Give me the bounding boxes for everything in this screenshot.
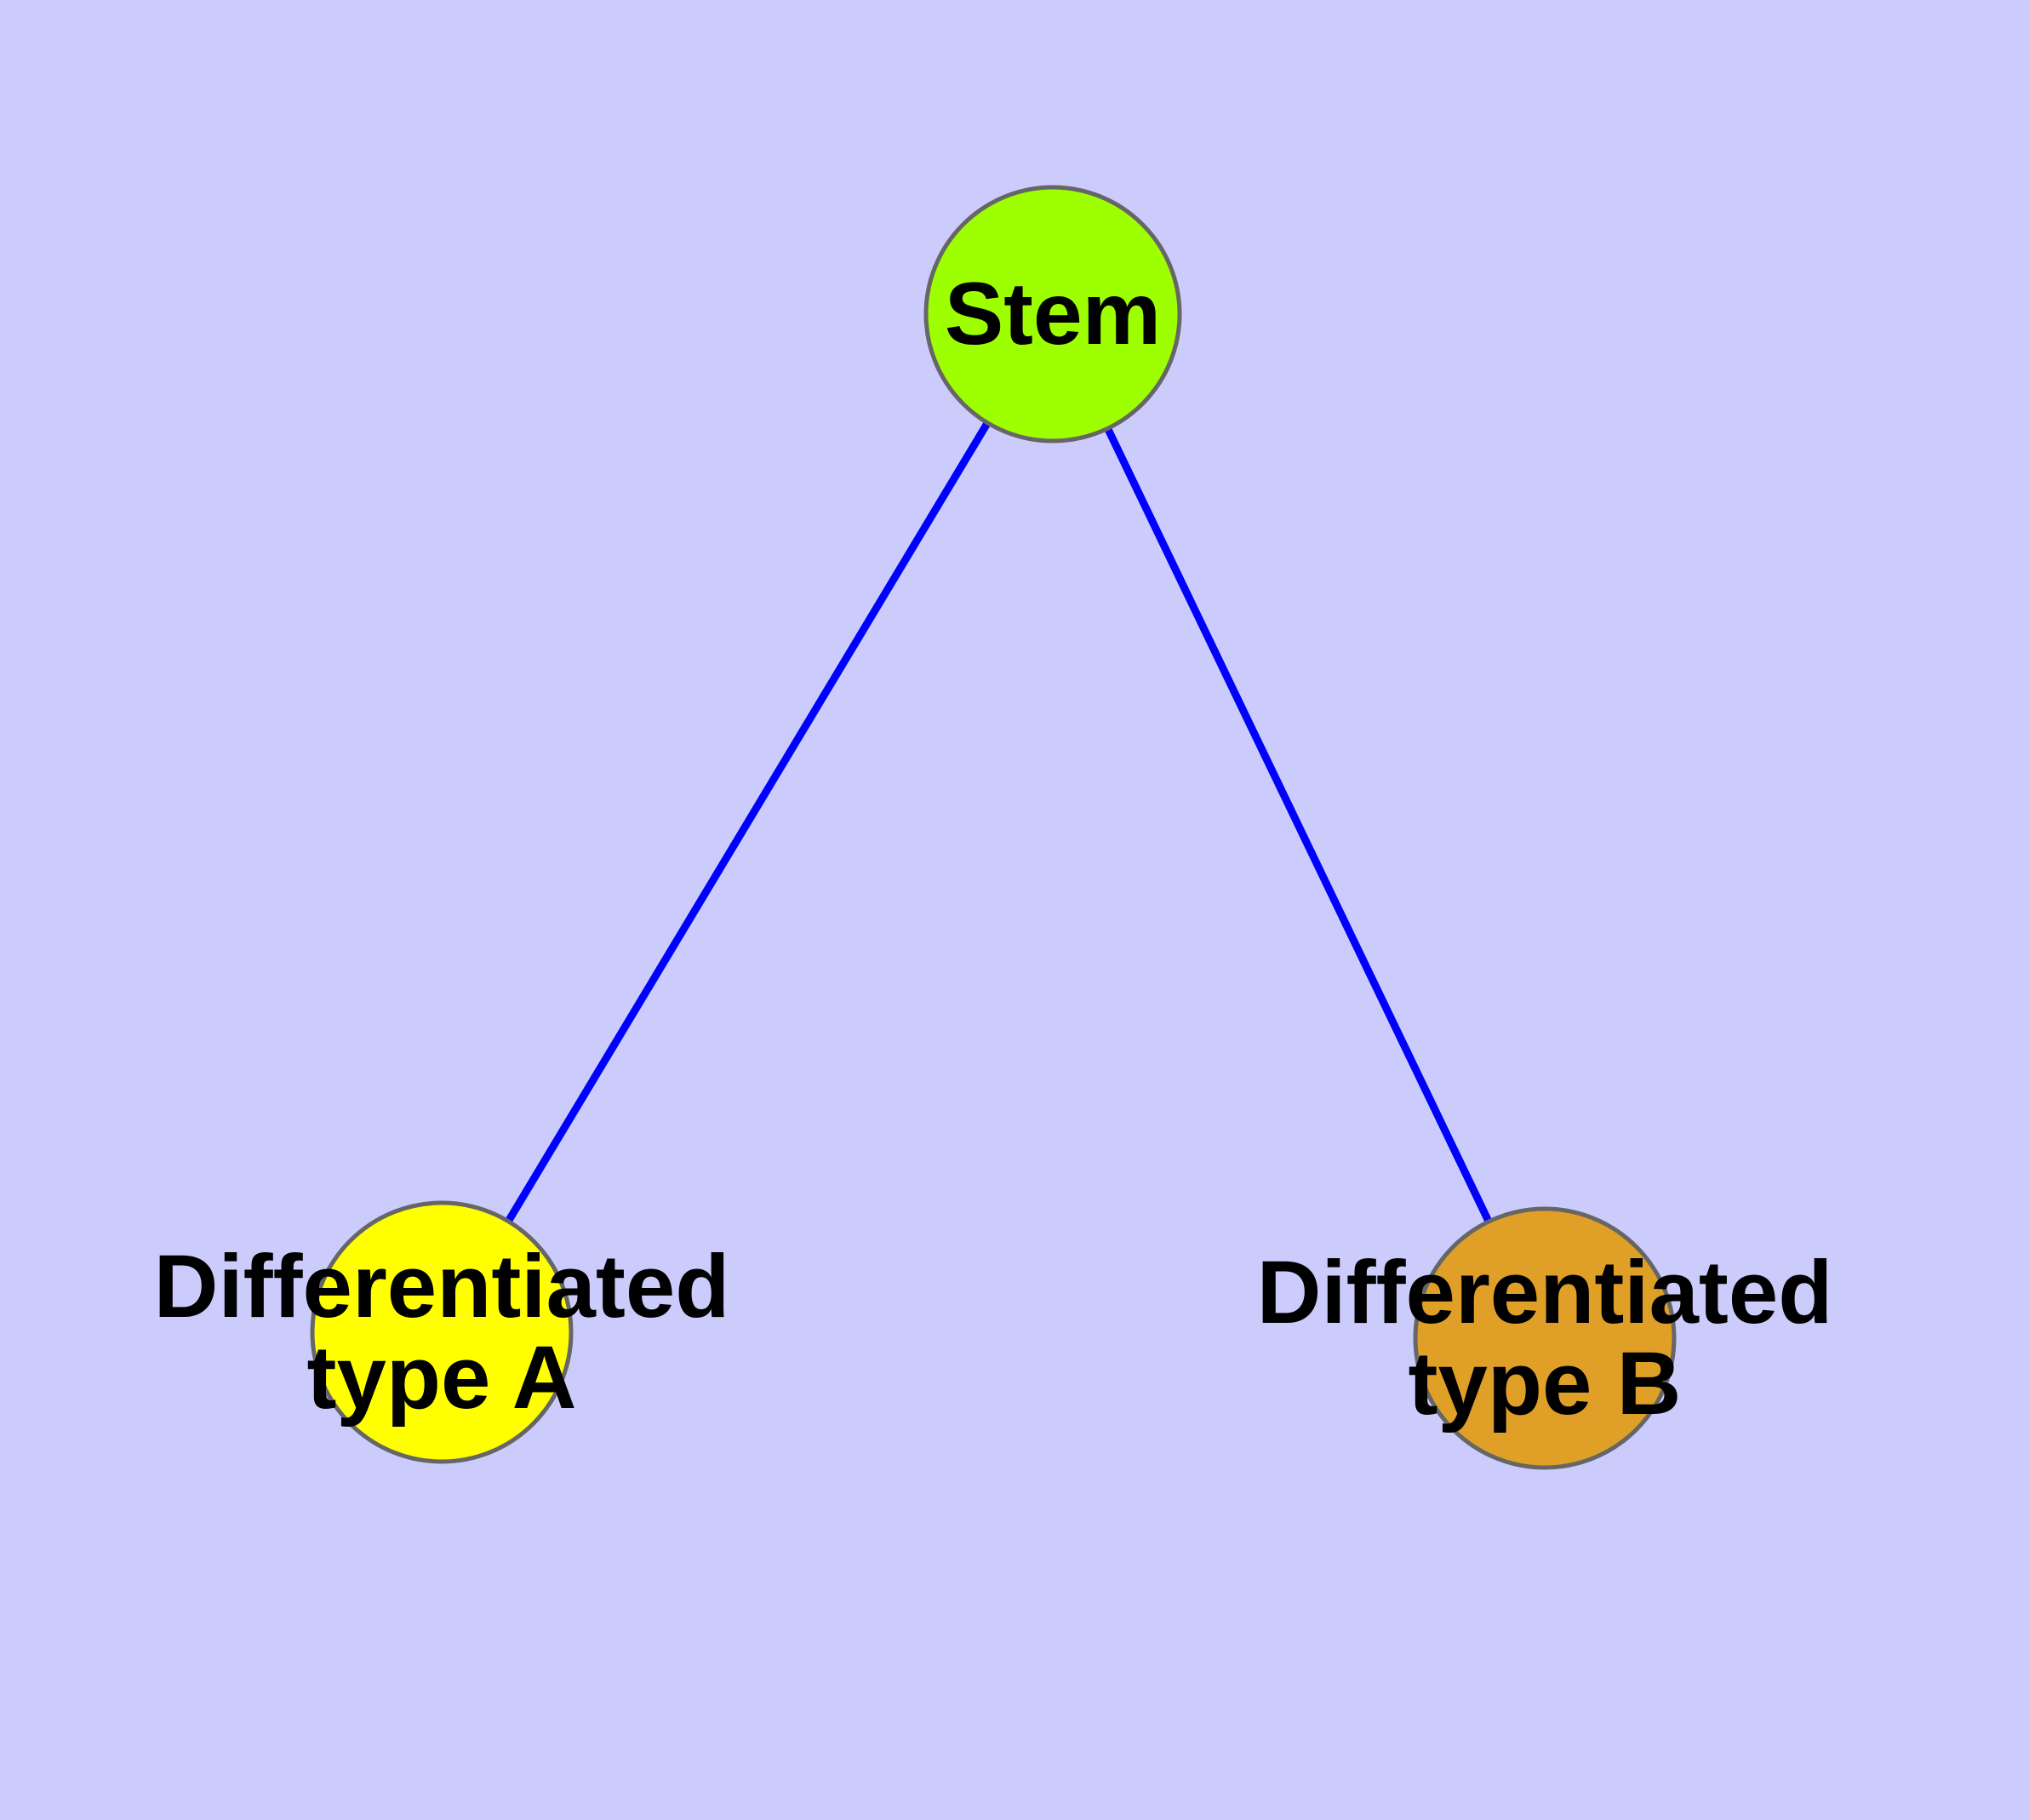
node-differentiated-type-a[interactable] bbox=[310, 1200, 574, 1464]
node-layer bbox=[310, 185, 1677, 1470]
edge-layer bbox=[502, 416, 1495, 1228]
node-stem[interactable] bbox=[923, 185, 1182, 444]
edge-stem-to-type-b[interactable] bbox=[1101, 421, 1495, 1228]
edge-stem-to-type-a[interactable] bbox=[502, 416, 994, 1228]
node-differentiated-type-b[interactable] bbox=[1413, 1206, 1677, 1470]
